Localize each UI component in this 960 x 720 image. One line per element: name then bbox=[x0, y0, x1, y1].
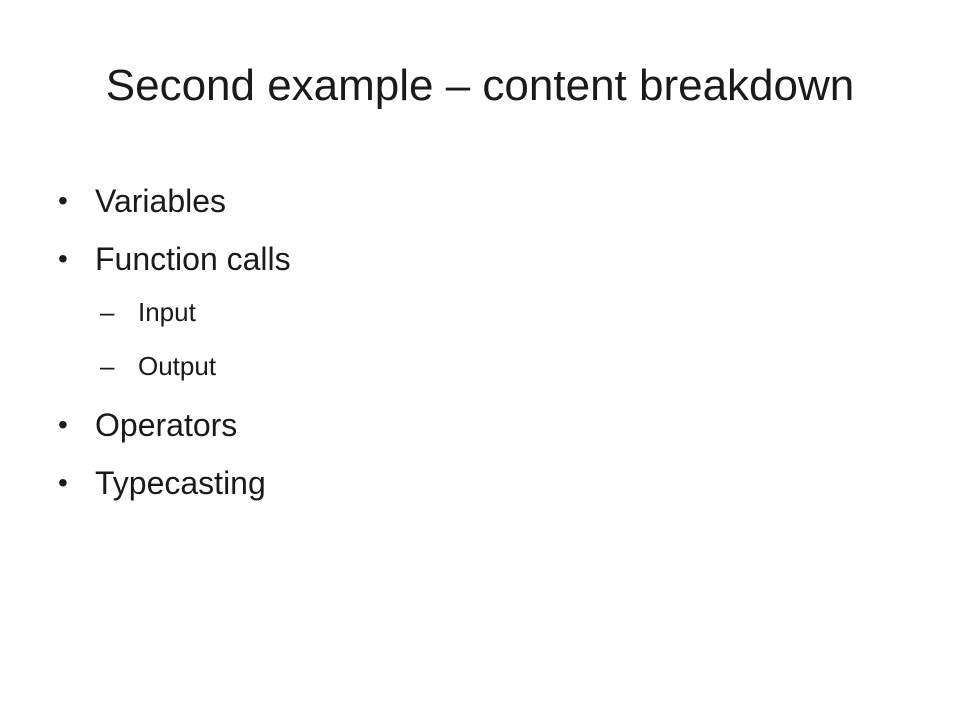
sub-bullet-item: – Input bbox=[58, 292, 918, 332]
bullet-text: Typecasting bbox=[95, 465, 266, 501]
bullet-list: • Variables • Function calls – Input – O… bbox=[58, 176, 918, 516]
sub-bullet-item: – Output bbox=[58, 346, 918, 386]
bullet-item: • Function calls bbox=[58, 234, 918, 284]
bullet-icon: • bbox=[58, 467, 68, 498]
bullet-item: • Operators bbox=[58, 400, 918, 450]
bullet-item: • Variables bbox=[58, 176, 918, 226]
bullet-text: Operators bbox=[95, 407, 238, 443]
bullet-icon: • bbox=[58, 409, 68, 440]
bullet-item: • Typecasting bbox=[58, 458, 918, 508]
dash-icon: – bbox=[100, 297, 115, 327]
bullet-text: Variables bbox=[95, 183, 227, 219]
bullet-icon: • bbox=[58, 243, 68, 274]
bullet-text: Function calls bbox=[95, 241, 291, 277]
sub-bullet-text: Input bbox=[138, 297, 196, 327]
sub-bullet-text: Output bbox=[138, 351, 217, 381]
slide-title: Second example – content breakdown bbox=[105, 61, 855, 110]
dash-icon: – bbox=[100, 351, 115, 381]
bullet-icon: • bbox=[58, 185, 68, 216]
